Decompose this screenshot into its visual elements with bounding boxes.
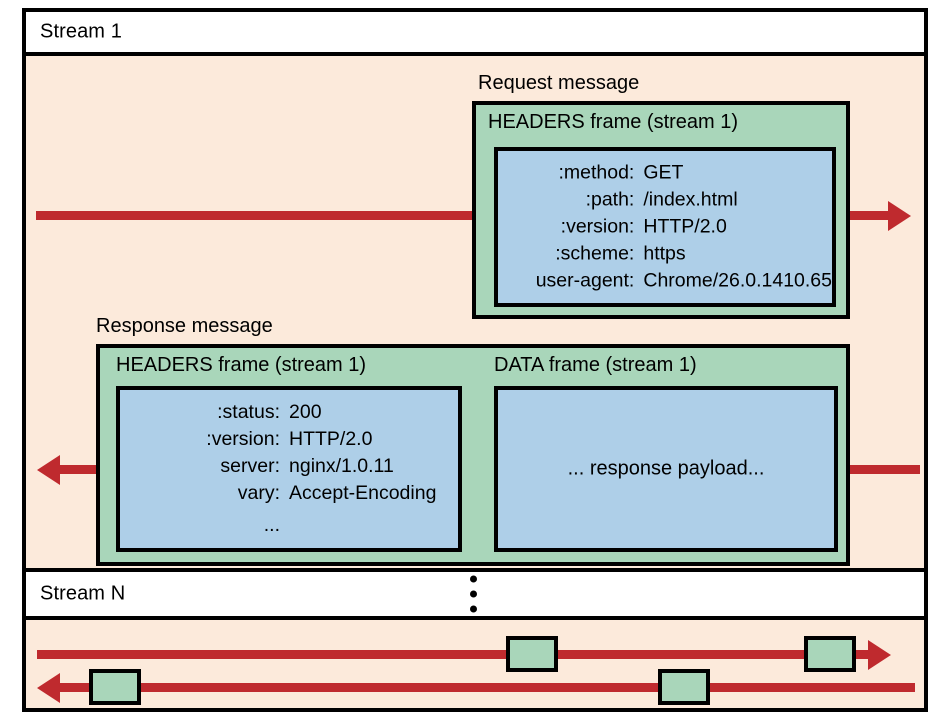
- stream-1-label: Stream 1: [40, 20, 122, 43]
- table-row: vary: Accept-Encoding: [120, 480, 458, 507]
- response-data-frame-title: DATA frame (stream 1): [494, 354, 697, 376]
- response-message-frame: HEADERS frame (stream 1) :status: 200 :v…: [96, 344, 850, 566]
- response-message-caption: Response message: [96, 315, 273, 337]
- header-key: server:: [220, 455, 280, 478]
- response-flow-line-right: [850, 465, 920, 474]
- table-row: :method: GET: [498, 160, 832, 187]
- headers-more-spacer: [289, 507, 458, 539]
- response-data-frame: DATA frame (stream 1) ... response paylo…: [494, 348, 838, 562]
- header-key: :version:: [206, 428, 280, 451]
- header-value: https: [643, 242, 686, 265]
- request-flow-line-right: [850, 211, 892, 220]
- request-flow-line-left: [36, 211, 476, 220]
- vertical-ellipsis-icon: [470, 575, 477, 613]
- table-row-more: ...: [120, 507, 458, 539]
- response-flow-line-left: [60, 465, 97, 474]
- request-headers-table: :method: GET :path: /index.html :version…: [498, 160, 832, 295]
- stream-n-frame-chip: [804, 636, 856, 672]
- response-headers-frame: HEADERS frame (stream 1) :status: 200 :v…: [116, 348, 462, 562]
- header-key: vary:: [237, 481, 280, 504]
- response-data-payload-box: ... response payload...: [494, 386, 838, 552]
- stream-1-body: Request message HEADERS frame (stream 1)…: [26, 56, 924, 572]
- request-arrow-head: [888, 201, 911, 231]
- response-headers-frame-title: HEADERS frame (stream 1): [116, 354, 367, 376]
- header-key: :scheme:: [555, 242, 635, 265]
- header-value: HTTP/2.0: [643, 215, 727, 238]
- header-key: :method:: [558, 161, 635, 184]
- header-value: Chrome/26.0.1410.65: [643, 269, 832, 292]
- table-row: :version: HTTP/2.0: [498, 214, 832, 241]
- table-row: :status: 200: [120, 399, 458, 426]
- table-row: user-agent: Chrome/26.0.1410.65: [498, 267, 832, 294]
- header-key: :path:: [585, 188, 635, 211]
- headers-more-indicator: ...: [263, 513, 280, 536]
- header-value: /index.html: [643, 188, 738, 211]
- request-message-caption: Request message: [478, 72, 640, 94]
- header-key: user-agent:: [535, 269, 635, 292]
- table-row: server: nginx/1.0.11: [120, 453, 458, 480]
- header-value: 200: [289, 401, 322, 424]
- request-headers-frame-title: HEADERS frame (stream 1): [488, 111, 739, 133]
- request-headers-frame: HEADERS frame (stream 1) :method: GET :p…: [472, 101, 850, 319]
- response-headers-payload-box: :status: 200 :version: HTTP/2.0 server: …: [116, 386, 462, 552]
- stream-n-frame-chip: [506, 636, 558, 672]
- table-row: :scheme: https: [498, 240, 832, 267]
- table-row: :version: HTTP/2.0: [120, 426, 458, 453]
- header-value: Accept-Encoding: [289, 481, 437, 504]
- header-key: :version:: [560, 215, 635, 238]
- stream-n-flow-line-right: [37, 650, 872, 659]
- response-arrow-head: [37, 455, 60, 485]
- header-value: GET: [643, 161, 684, 184]
- request-headers-payload-box: :method: GET :path: /index.html :version…: [494, 147, 836, 307]
- stream-n-flow-line-left: [59, 683, 915, 692]
- response-payload-text: ... response payload...: [567, 457, 765, 480]
- header-value: nginx/1.0.11: [289, 455, 394, 478]
- header-key: :status:: [217, 401, 280, 424]
- stream-n-label-band: Stream N: [26, 572, 924, 620]
- stream-n-right-arrow-head: [868, 640, 891, 670]
- stream-n-label: Stream N: [40, 582, 126, 605]
- diagram-outer-frame: Stream 1 Request message HEADERS frame (…: [22, 8, 928, 712]
- stream-n-body: [26, 620, 924, 708]
- table-row: :path: /index.html: [498, 187, 832, 214]
- header-value: HTTP/2.0: [289, 428, 373, 451]
- stream-n-frame-chip: [89, 669, 141, 705]
- stream-n-frame-chip: [658, 669, 710, 705]
- stream-n-left-arrow-head: [37, 673, 60, 703]
- stream-1-label-band: Stream 1: [26, 12, 924, 56]
- response-headers-table: :status: 200 :version: HTTP/2.0 server: …: [120, 399, 458, 539]
